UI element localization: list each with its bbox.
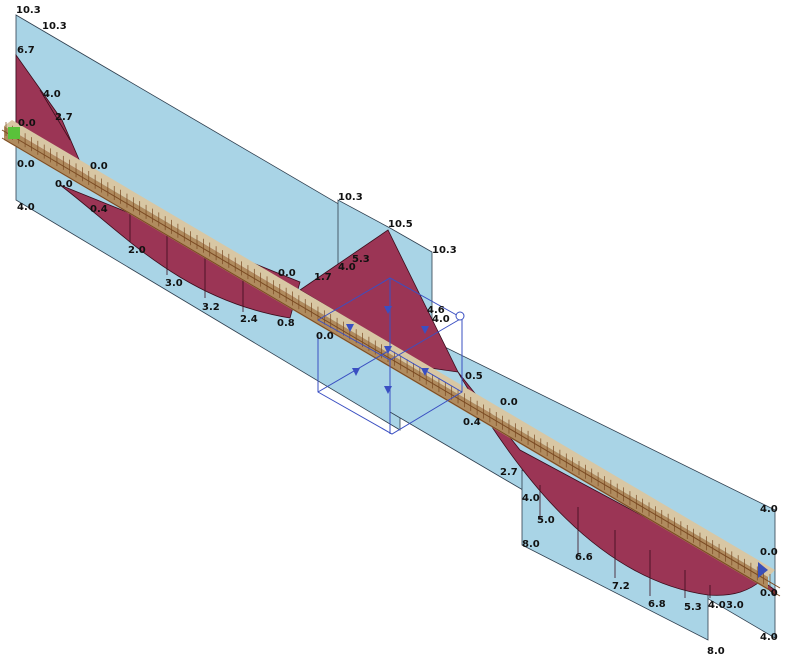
- rotate-handle-icon[interactable]: [455, 311, 465, 321]
- move-arrow-icon[interactable]: [421, 368, 429, 376]
- value-label: 7.2: [612, 581, 630, 592]
- value-label: 4.0: [760, 632, 778, 643]
- move-arrow-icon[interactable]: [421, 326, 429, 334]
- value-label: 0.4: [90, 204, 108, 215]
- value-label: 8.0: [707, 646, 725, 657]
- move-arrow-icon[interactable]: [352, 368, 360, 376]
- right-support-marker[interactable]: [758, 562, 768, 578]
- value-label: 1.7: [314, 272, 332, 283]
- sagging-moment-left-span: [59, 184, 301, 319]
- value-label: 2.0: [128, 245, 146, 256]
- value-label: 10.3: [16, 5, 41, 16]
- support-icon[interactable]: [758, 562, 768, 578]
- value-label: 0.0: [500, 397, 518, 408]
- value-label: 0.0: [760, 547, 778, 558]
- ordinate-line: [39, 89, 71, 141]
- rebar-longitudinal: [1, 137, 781, 597]
- move-arrow-icon[interactable]: [384, 306, 392, 314]
- value-label: 10.3: [42, 21, 67, 32]
- value-label: 6.6: [575, 552, 593, 563]
- rebar-stirrups: [5, 122, 771, 588]
- value-label: 4.0: [708, 600, 726, 611]
- value-label: 8.0: [522, 539, 540, 550]
- move-arrow-icon[interactable]: [346, 306, 429, 394]
- value-label: 0.0: [760, 588, 778, 599]
- value-label: 3.0: [165, 278, 183, 289]
- value-label: 0.0: [55, 179, 73, 190]
- value-label: 0.0: [278, 268, 296, 279]
- value-label: 10.3: [432, 245, 457, 256]
- value-label: 5.3: [684, 602, 702, 613]
- value-label: 0.0: [316, 331, 334, 342]
- value-label: 2.7: [500, 467, 518, 478]
- support-icon[interactable]: [8, 127, 20, 139]
- value-label: 3.2: [202, 302, 220, 313]
- value-label: 6.7: [17, 45, 35, 56]
- move-arrow-icon[interactable]: [384, 346, 392, 354]
- value-label: 4.0: [522, 493, 540, 504]
- value-label: 6.8: [648, 599, 666, 610]
- value-labels: 10.3 10.3 6.7 4.0 2.7 0.0 0.0 0.0 4.0 0.…: [16, 5, 778, 657]
- value-label: 0.5: [465, 371, 483, 382]
- value-label: 3.0: [726, 600, 744, 611]
- value-label: 2.7: [55, 112, 73, 123]
- concrete-beam[interactable]: [1, 120, 781, 597]
- move-arrow-icon[interactable]: [384, 386, 392, 394]
- value-label: 0.8: [277, 318, 295, 329]
- value-label: 0.4: [463, 417, 481, 428]
- value-label: 4.0: [17, 202, 35, 213]
- value-label: 4.0: [338, 262, 356, 273]
- value-label: 0.0: [90, 161, 108, 172]
- value-label: 4.0: [760, 504, 778, 515]
- value-label: 10.5: [388, 219, 413, 230]
- value-label: 2.4: [240, 314, 258, 325]
- value-label: 4.0: [432, 314, 450, 325]
- move-arrow-icon[interactable]: [346, 324, 354, 332]
- value-label: 5.0: [537, 515, 555, 526]
- value-label: 4.0: [43, 89, 61, 100]
- value-label: 0.0: [17, 159, 35, 170]
- value-label: 4.6: [427, 305, 445, 316]
- value-label: 5.3: [352, 254, 370, 265]
- value-label: 0.0: [18, 118, 36, 129]
- value-label: 10.3: [338, 192, 363, 203]
- left-support-marker[interactable]: [8, 127, 20, 139]
